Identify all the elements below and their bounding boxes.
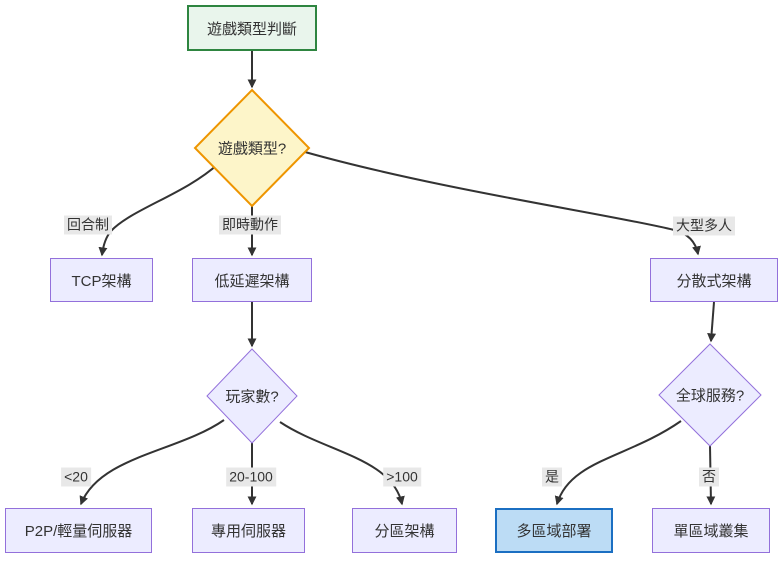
node-p2p-lightweight-server: P2P/輕量伺服器	[5, 508, 152, 553]
edge-label-yes: 是	[542, 467, 562, 487]
edge-label-lt-20: <20	[61, 467, 91, 487]
game-type-diamond	[193, 88, 311, 208]
global-service-diamond	[658, 343, 762, 447]
edge-label-no: 否	[699, 467, 719, 487]
edge-label-mmo: 大型多人	[673, 216, 735, 236]
edge-label-20-to-100: 20-100	[226, 467, 276, 487]
edge-label-realtime-action: 即時動作	[219, 215, 281, 235]
edge-player-count-to-p2p	[79, 419, 225, 506]
node-low-latency-architecture: 低延遲架構	[192, 258, 312, 302]
edge-label-gt-100: >100	[383, 467, 421, 487]
player-count-diamond	[206, 348, 298, 444]
node-single-region-cluster: 單區域叢集	[652, 508, 770, 553]
edge-distributed-to-global-service	[707, 301, 717, 343]
edge-global-service-to-multi-region	[554, 420, 682, 506]
node-multi-region-deployment: 多區域部署	[495, 508, 613, 553]
node-distributed-architecture: 分散式架構	[650, 258, 778, 302]
edge-game-type-to-distributed	[304, 151, 701, 256]
edge-label-turn-based: 回合制	[64, 215, 112, 235]
edge-player-count-to-partition	[279, 421, 405, 506]
node-partition-architecture: 分區架構	[352, 508, 457, 553]
node-dedicated-server: 專用伺服器	[192, 508, 305, 553]
node-tcp-architecture: TCP架構	[50, 258, 153, 302]
node-start: 遊戲類型判斷	[187, 5, 317, 51]
edge-game-type-to-tcp	[98, 163, 219, 257]
